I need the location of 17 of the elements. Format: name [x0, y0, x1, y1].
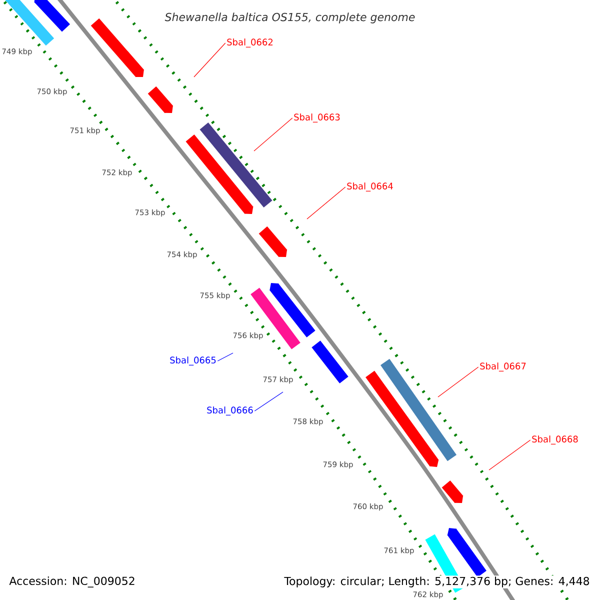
accession-text: Accession: NC_009052	[9, 576, 134, 588]
leader-line	[254, 392, 284, 412]
leader-line	[438, 366, 479, 398]
title: Shewanella baltica OS155, complete genome	[164, 12, 415, 24]
leader-line	[306, 186, 346, 220]
gene-label: Sbal_0666	[207, 406, 253, 416]
gene-label: Sbal_0667	[480, 362, 526, 372]
leader-line	[194, 42, 226, 78]
gene-label: Sbal_0664	[347, 182, 393, 192]
leader-line	[217, 352, 234, 362]
gene-label: Sbal_0663	[294, 114, 340, 122]
gene-label: Sbal_0668	[532, 436, 578, 444]
leader-line	[254, 118, 293, 152]
gene-label: Sbal_0665	[170, 356, 216, 366]
gene-label: Sbal_0662	[227, 38, 273, 48]
leader-line	[488, 440, 531, 470]
genome-info-text: Topology: circular; Length: 5,127,376 bp; Genes: 4,448	[283, 576, 591, 588]
